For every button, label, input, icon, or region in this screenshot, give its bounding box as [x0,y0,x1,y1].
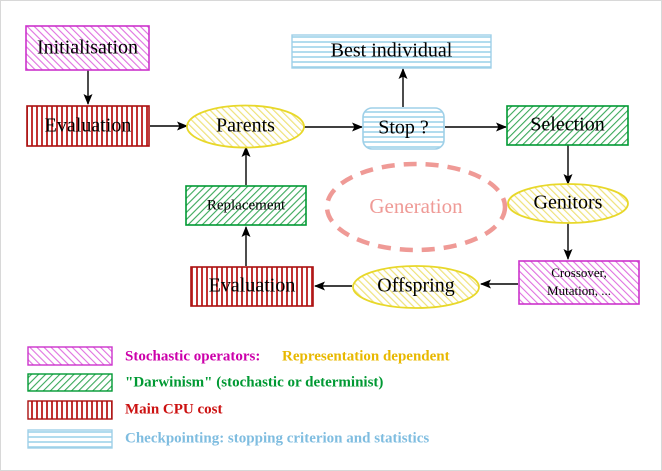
legend-swatch-diagonal-green [27,373,113,392]
node-crossover-label-line1: Crossover, [551,265,606,280]
node-parents[interactable]: Parents [186,104,305,149]
legend-label-representation-dependent: Representation dependent [282,348,450,364]
legend-row-main-cpu-cost: Main CPU cost [27,400,223,420]
node-initialisation[interactable]: Initialisation [25,25,150,71]
legend-swatch-diagonal-magenta [27,346,113,366]
node-best-individual[interactable]: Best individual [291,34,492,69]
legend-row-darwinism: "Darwinism" (stochastic or determinist) [27,373,383,392]
node-replacement-label: Replacement [207,197,286,213]
node-evaluation-bottom[interactable]: Evaluation [190,266,314,307]
legend-label-stochastic-operators: Stochastic operators: [125,348,260,364]
node-evaluation-top-label: Evaluation [45,115,132,137]
legend-label-darwinism: "Darwinism" (stochastic or determinist) [125,374,383,390]
node-parents-label: Parents [216,115,275,137]
legend-label-checkpointing: Checkpointing: stopping criterion and st… [125,430,429,446]
node-initialisation-label: Initialisation [37,37,138,59]
node-stop-label: Stop ? [378,117,429,139]
node-replacement[interactable]: Replacement [185,185,307,226]
node-best-individual-label: Best individual [331,40,453,62]
legend-row-stochastic-operators: Stochastic operators: Representation dep… [27,346,450,366]
node-offspring-label: Offspring [377,275,454,297]
legend: Stochastic operators: Representation dep… [27,346,450,449]
legend-label-main-cpu-cost: Main CPU cost [125,401,223,417]
node-evaluation-bottom-label: Evaluation [209,275,296,297]
node-stop[interactable]: Stop ? [362,107,445,150]
legend-swatch-vertical-red [27,400,113,420]
edges-group [83,68,573,291]
node-genitors[interactable]: Genitors [507,183,629,224]
annotation-generation-label: Generation [369,194,463,218]
node-selection-label: Selection [530,114,604,136]
node-genitors-label: Genitors [534,192,603,214]
annotation-generation: Generation [324,161,508,253]
node-crossover-label-line2: Mutation, ... [547,283,611,298]
node-crossover-mutation[interactable]: Crossover, Mutation, ... [518,260,640,305]
node-selection[interactable]: Selection [506,105,629,146]
legend-row-checkpointing: Checkpointing: stopping criterion and st… [27,429,429,449]
node-offspring[interactable]: Offspring [352,265,480,309]
legend-swatch-horizontal-blue [27,429,113,449]
node-evaluation-top[interactable]: Evaluation [26,105,150,147]
